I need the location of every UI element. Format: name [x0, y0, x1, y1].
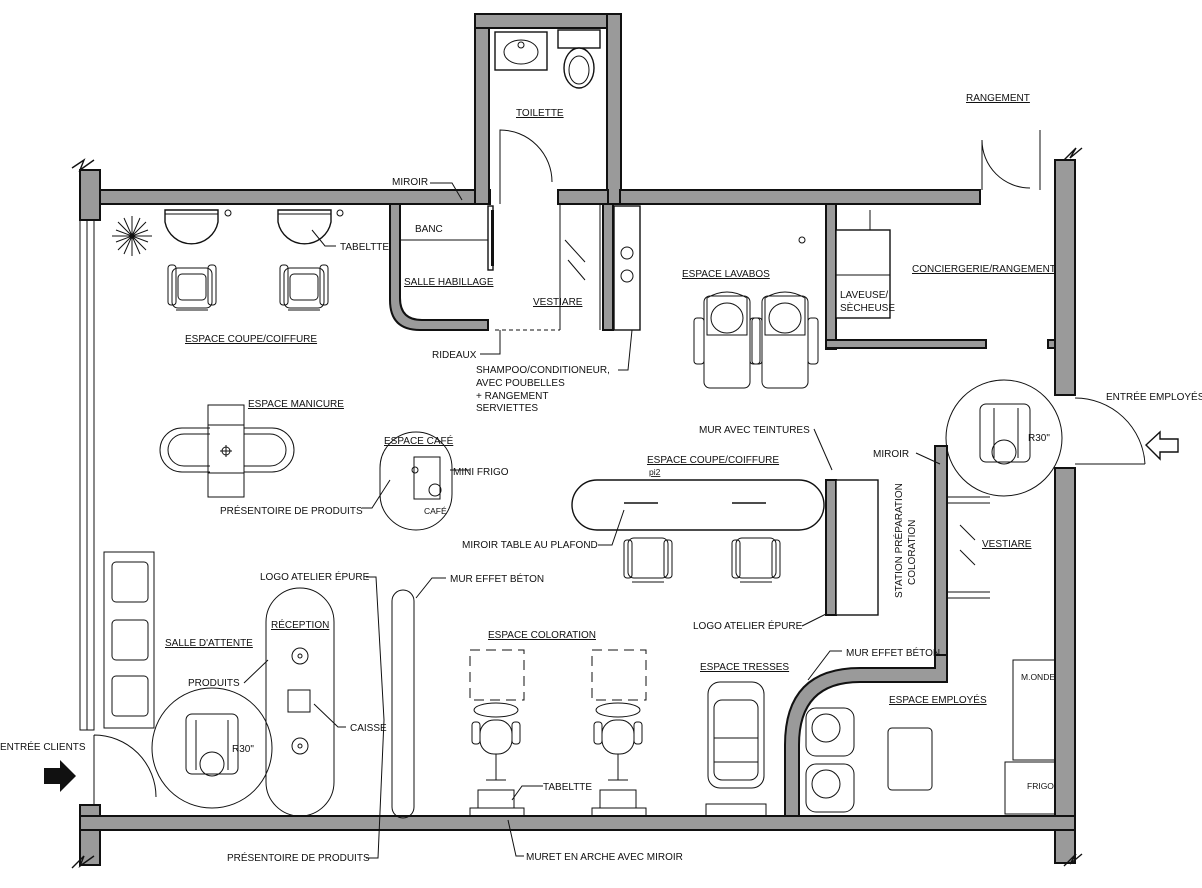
station-label-1: STATION PRÉPARATION: [892, 483, 905, 598]
logo-left-label: LOGO ATELIER ÉPURE: [260, 570, 370, 583]
conciergerie-label: CONCIERGERIE/RANGEMENT: [912, 264, 1056, 275]
tresses-chair: [705, 681, 767, 817]
r30-right-label: R30": [1028, 433, 1050, 444]
presentoire-top-label: PRÉSENTOIRE DE PRODUITS: [220, 504, 363, 517]
rideaux-label: RIDEAUX: [432, 350, 477, 361]
coupe-coiffure-label: ESPACE COUPE/COIFFURE: [185, 334, 317, 345]
manicure-label: ESPACE MANICURE: [248, 399, 344, 410]
wheelchair-turning-left: [151, 687, 273, 809]
mur-beton-left-label: MUR EFFET BÉTON: [450, 572, 544, 585]
concierge-fixtures: [835, 210, 891, 319]
salle-attente-label: SALLE D'ATTENTE: [165, 638, 253, 649]
lavabo-fixtures: [613, 205, 819, 389]
wheelchair-turning-right: [945, 379, 1063, 497]
coloration-label: ESPACE COLORATION: [488, 630, 596, 641]
shampoo-bowl-2: [751, 291, 819, 389]
toilette-label: TOILETTE: [516, 108, 564, 119]
entree-clients-arrow: [44, 760, 76, 792]
doors: [93, 130, 1146, 805]
miroir-table-label: MIROIR TABLE AU PLAFOND: [462, 540, 598, 551]
shampoo-label-1: SHAMPOO/CONDITIONEUR,: [476, 365, 610, 376]
laveuse-label: LAVEUSE/: [840, 290, 888, 301]
espace-lavabos-label: ESPACE LAVABOS: [682, 269, 770, 280]
coupe-coiffure-stations: [112, 209, 344, 311]
logo-right-label: LOGO ATELIER ÉPURE: [693, 619, 803, 632]
station-label-2: COLORATION: [907, 520, 918, 585]
coloration-chair-1: [471, 702, 521, 809]
center-coiffure-sub: pi2: [649, 467, 661, 477]
wall-break-marks: [71, 147, 1083, 869]
habillage-fixtures: [400, 205, 560, 331]
waiting-seats: [103, 551, 155, 729]
muret-label: MURET EN ARCHE AVEC MIROIR: [526, 852, 683, 863]
reception-label: RÉCEPTION: [271, 618, 329, 631]
miroir-top-label: MIROIR: [392, 177, 428, 188]
employee-room: [805, 659, 1056, 815]
banc-label: BANC: [415, 224, 443, 235]
employes-label: ESPACE EMPLOYÉS: [889, 693, 987, 706]
mini-frigo-label: MINI FRIGO: [453, 467, 509, 478]
presentoire-bottom-label: PRÉSENTOIRE DE PRODUITS: [227, 851, 370, 864]
espace-cafe-label: ESPACE CAFÉ: [384, 434, 454, 447]
center-coiffure: [571, 479, 879, 616]
reception-desk: [265, 587, 415, 819]
leader-lines: [243, 182, 941, 859]
tabelette-bottom-label: TABELTTE: [543, 782, 592, 793]
vestiare-1-label: VESTIARE: [533, 297, 583, 308]
rangement-label: RANGEMENT: [966, 93, 1030, 104]
coloration-stations: [469, 649, 647, 817]
shampoo-label-3: + RANGEMENT: [476, 391, 549, 402]
entree-employes-label: ENTRÉE EMPLOYÉS: [1106, 390, 1202, 403]
shampoo-label-2: AVEC POUBELLES: [476, 378, 565, 389]
r30-left-label: R30": [232, 744, 254, 755]
manicure-table: [159, 404, 295, 498]
salon-chair-3: [623, 537, 673, 583]
salon-chair-4: [731, 537, 781, 583]
tabelette-top-label: TABELTTE: [340, 242, 389, 253]
vestiaire-right: [947, 496, 990, 599]
center-coiffure-label: ESPACE COUPE/COIFFURE: [647, 455, 779, 466]
miroir-right-label: MIROIR: [873, 449, 909, 460]
walls: [79, 13, 1076, 866]
window-wall: [79, 219, 95, 731]
entree-employes-arrow: [1144, 430, 1179, 461]
vestiare-2-label: VESTIARE: [982, 539, 1032, 550]
coloration-chair-2: [593, 702, 643, 809]
caisse-label: CAISSE: [350, 723, 387, 734]
cafe-label: CAFÉ: [424, 506, 447, 516]
entree-clients-label: ENTRÉE CLIENTS: [0, 740, 86, 753]
shampoo-bowl-1: [693, 291, 761, 389]
salon-chair-2: [279, 264, 329, 311]
salon-chair-1: [167, 264, 217, 311]
shampoo-label-4: SERVIETTES: [476, 403, 538, 414]
toilet-fixtures: [494, 29, 601, 204]
mur-teintures-label: MUR AVEC TEINTURES: [699, 425, 810, 436]
m-onde-label: M.ONDE: [1021, 672, 1055, 682]
cafe-area: [379, 431, 453, 531]
room-labels: TOILETTE RANGEMENT MIROIR BANC TABELTTE …: [0, 93, 1202, 864]
mur-beton-right-label: MUR EFFET BÉTON: [846, 646, 940, 659]
frigo-label: FRIGO: [1027, 781, 1054, 791]
secheuse-label: SÈCHEUSE: [840, 301, 895, 314]
plant-icon: [112, 216, 152, 256]
produits-label: PRODUITS: [188, 678, 240, 689]
tresses-label: ESPACE TRESSES: [700, 662, 789, 673]
salle-habillage-label: SALLE HABILLAGE: [404, 277, 494, 288]
